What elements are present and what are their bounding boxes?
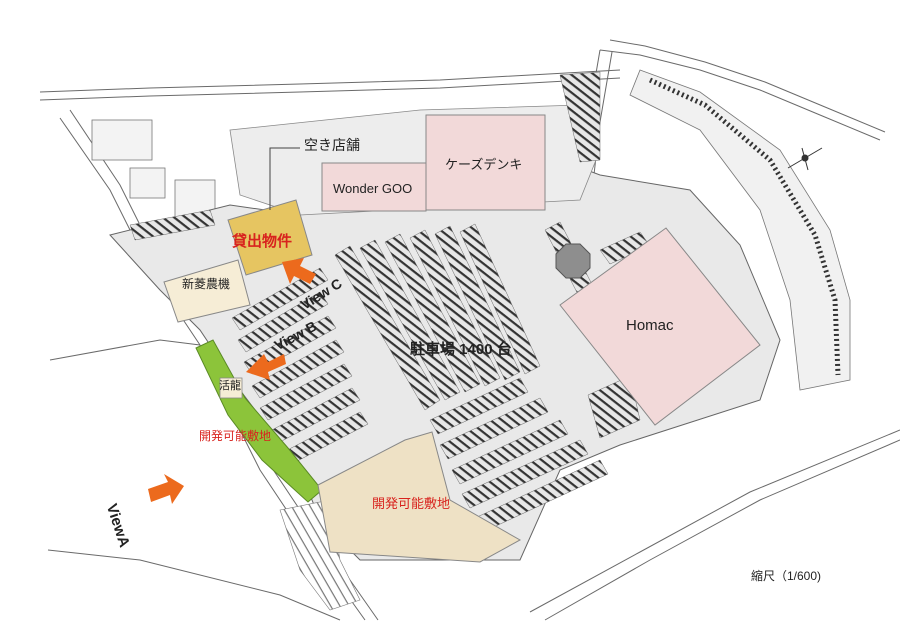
- vacant-store-leader: [269, 147, 300, 210]
- rental-property-area: [227, 199, 313, 276]
- shinryo-nouki-area: [163, 259, 251, 323]
- label-scale: 縮尺（1/600): [751, 569, 822, 583]
- label-dev-land-left: 開発可能敷地: [199, 429, 272, 443]
- roadside-parking: [559, 71, 601, 163]
- compass-icon: [787, 147, 823, 171]
- katsuno-building: [219, 377, 243, 399]
- label-homac: Homac: [626, 317, 674, 334]
- building-homac: [559, 227, 761, 426]
- view-a-arrow: [148, 474, 184, 504]
- building-wonder-goo: [321, 162, 427, 212]
- label-vacant-store: 空き店舗: [304, 137, 360, 153]
- upper-parking: [129, 209, 216, 241]
- label-parking: 駐車場 1400 台: [410, 341, 512, 358]
- label-shinryo-nouki: 新菱農機: [182, 277, 231, 291]
- label-rental-property: 貸出物件: [232, 233, 293, 250]
- beige-development-land: [317, 431, 522, 563]
- label-katsuno: 活龍: [219, 380, 241, 392]
- label-ks-denki: ケーズデンキ: [445, 157, 523, 172]
- label-dev-land-bottom: 開発可能敷地: [372, 496, 451, 511]
- label-wonder-goo: Wonder GOO: [333, 181, 413, 196]
- roundabout-icon: [555, 243, 591, 279]
- view-b-arrow: [246, 354, 286, 380]
- residential-strip: [629, 69, 851, 391]
- view-c-arrow: [282, 258, 316, 284]
